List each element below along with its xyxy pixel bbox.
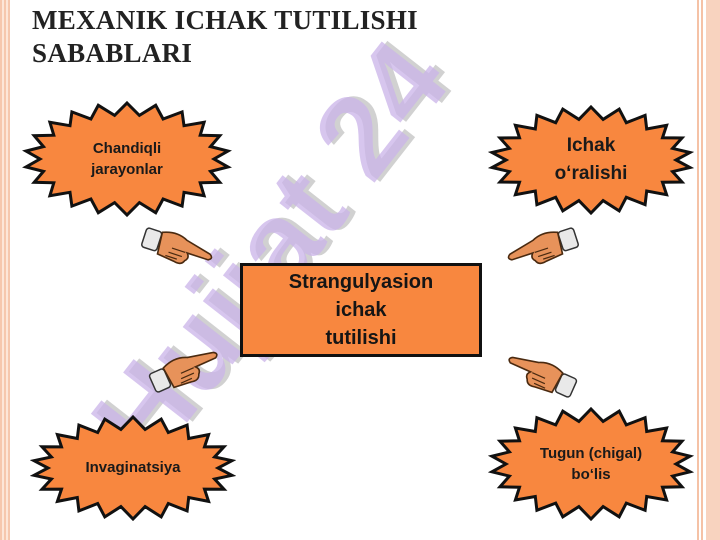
left-decorative-stripe [0, 0, 10, 540]
center-box: Strangulyasion ichak tutilishi [240, 263, 482, 357]
cause-burst-bottom-left: Invaginatsiya [30, 414, 236, 522]
pointing-hand-icon-bottom-right [508, 356, 578, 398]
burst-polygon [30, 414, 236, 522]
burst-polygon [488, 406, 694, 522]
cause-burst-top-left: Chandiqli jarayonlar [22, 100, 232, 218]
cause-label-top-left: Chandiqli jarayonlar [91, 140, 163, 178]
right-decorative-stripe [694, 0, 720, 540]
cause-label-bottom-right: Tugun (chigal) bo‘lis [539, 445, 643, 483]
center-label: Strangulyasion ichak tutilishi [288, 271, 434, 349]
cause-label-bottom-left: Invaginatsiya [85, 459, 181, 476]
pointing-hand-icon-bottom-left [148, 351, 218, 393]
burst-shape [30, 414, 236, 522]
pointing-hand-icon-top-left [141, 227, 213, 265]
cause-burst-top-right: Ichak o‘ralishi [488, 104, 694, 216]
burst-polygon [488, 104, 694, 216]
burst-shape [22, 100, 232, 218]
pointing-hand-icon-top-right [507, 227, 579, 265]
cause-burst-bottom-right: Tugun (chigal) bo‘lis [488, 406, 694, 522]
burst-shape [488, 406, 694, 522]
page-title: MEXANIK ICHAK TUTILISHI SABABLARI [32, 5, 418, 68]
cause-label-top-right: Ichak o‘ralishi [554, 135, 628, 184]
burst-shape [488, 104, 694, 216]
burst-polygon [22, 100, 232, 218]
